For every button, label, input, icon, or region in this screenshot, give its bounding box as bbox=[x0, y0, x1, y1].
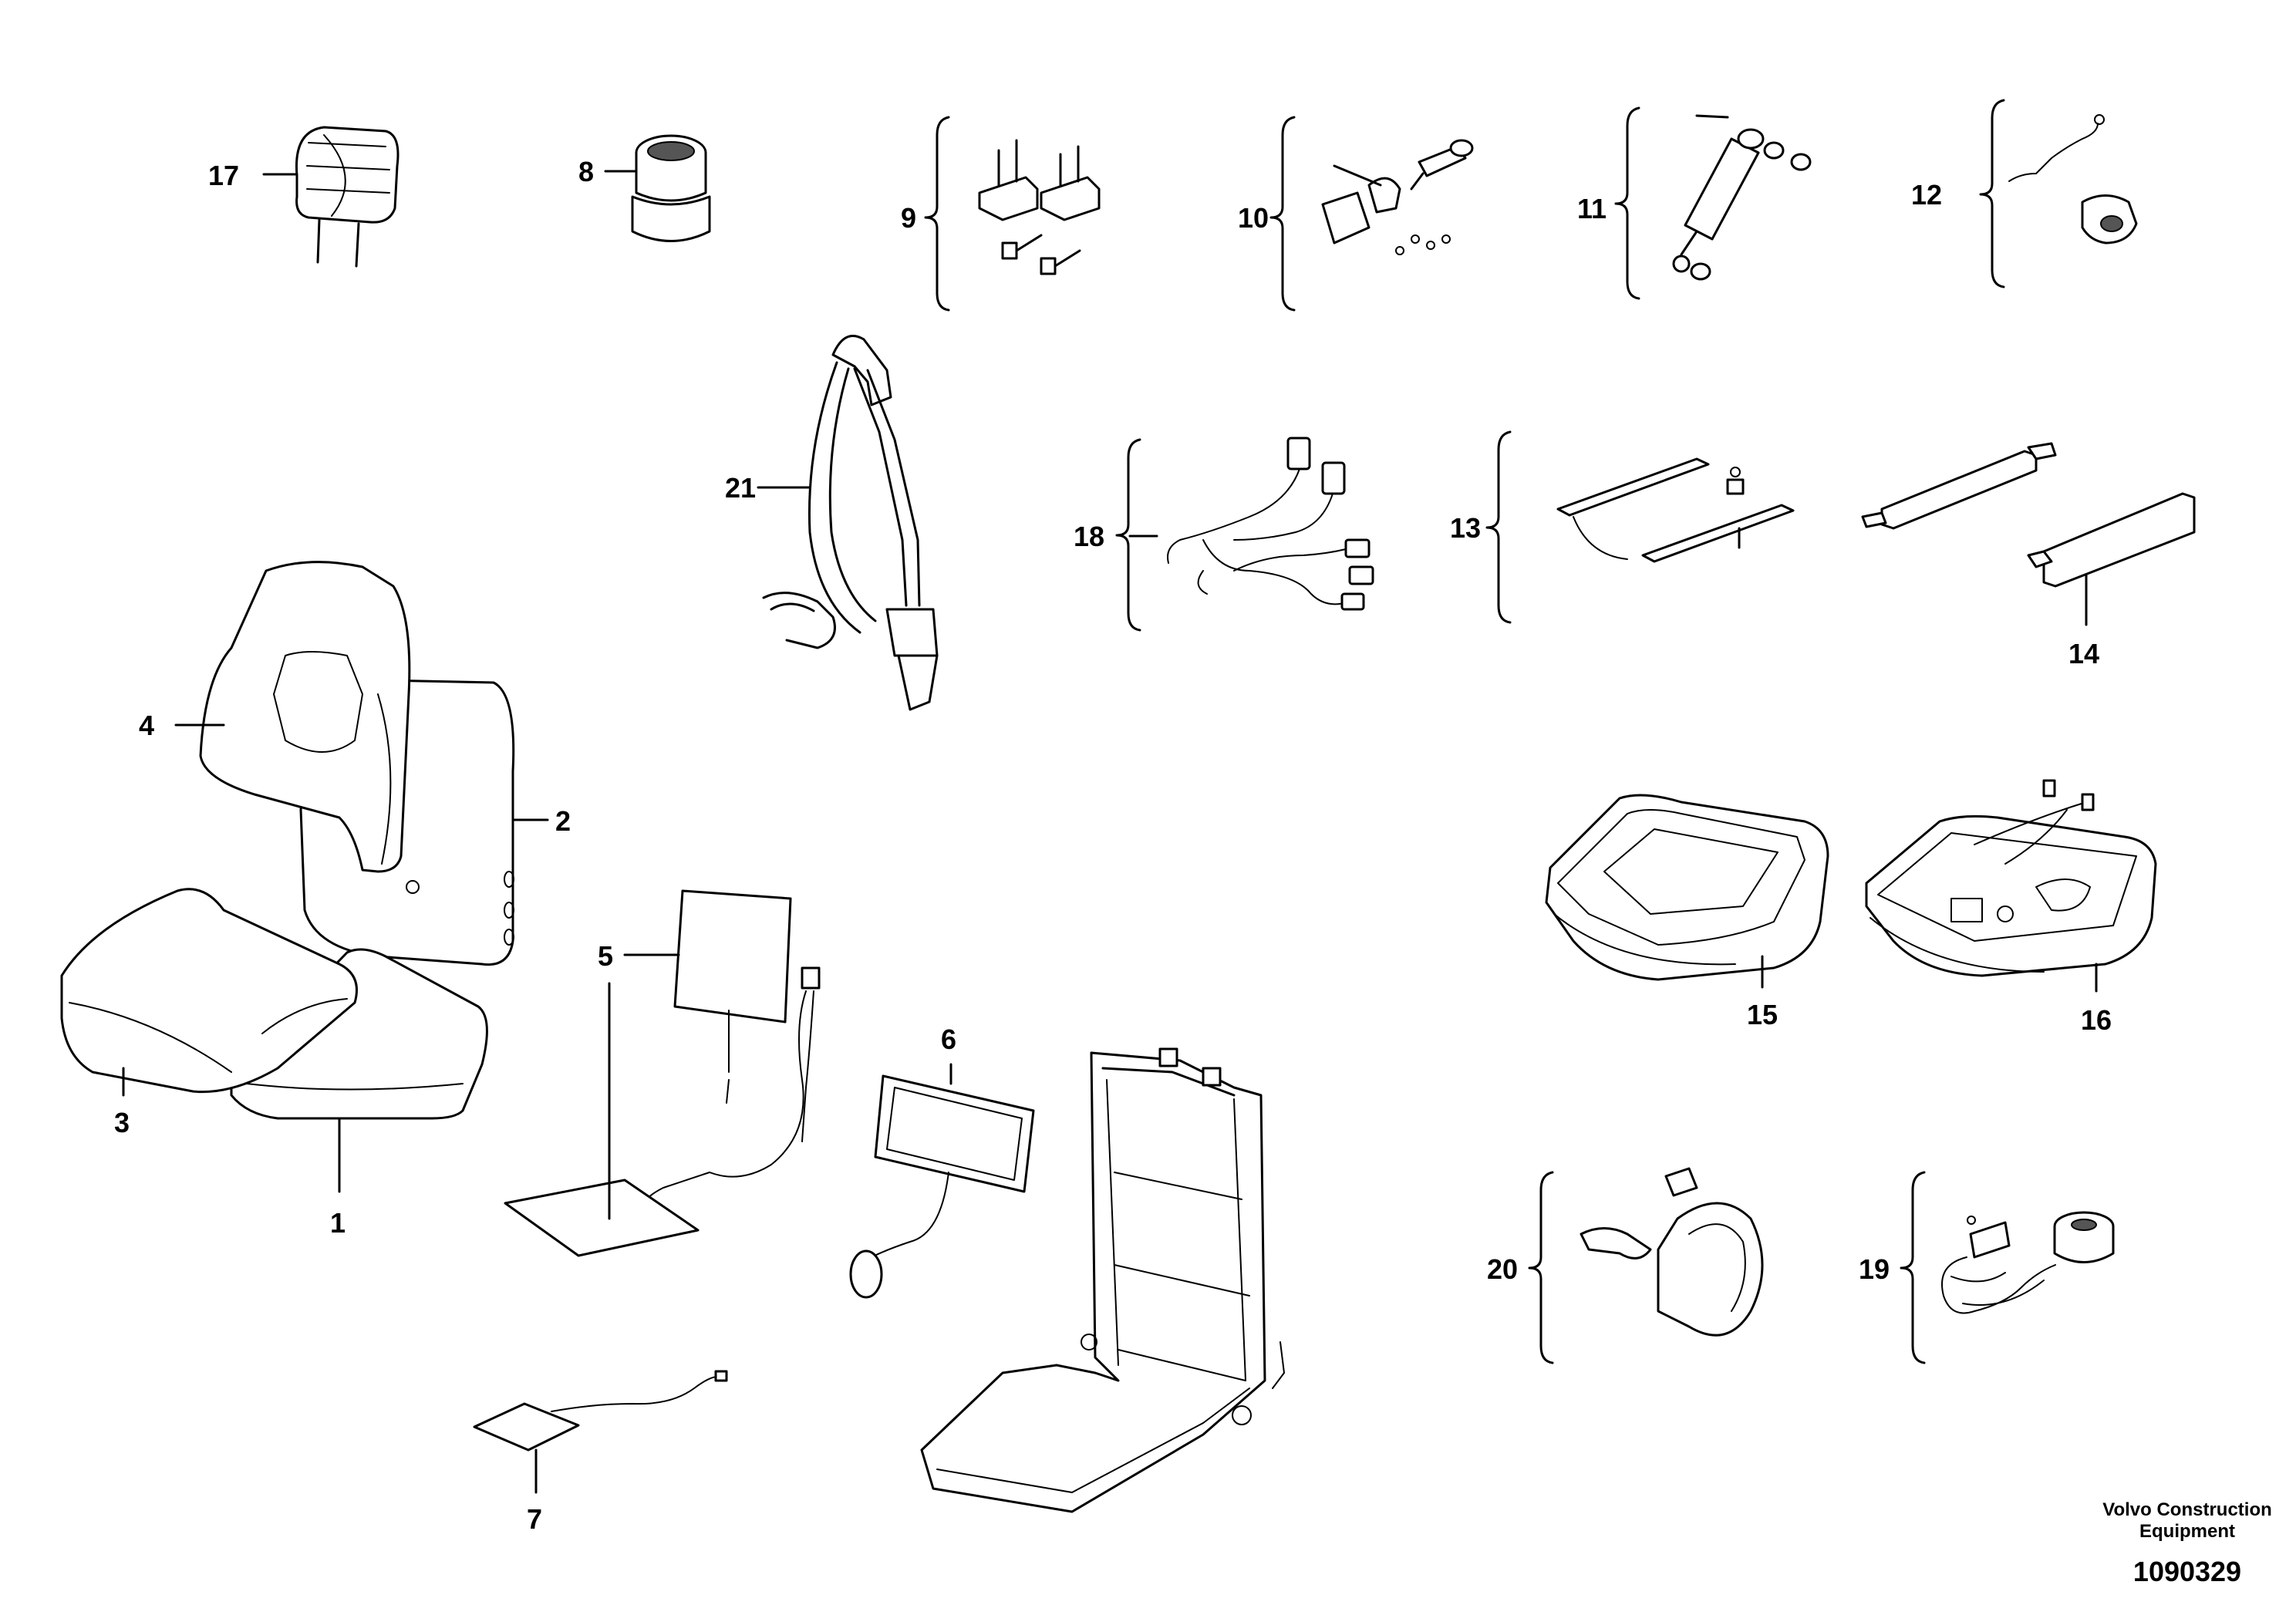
callout-17: 17 bbox=[208, 160, 239, 191]
callout-6: 6 bbox=[941, 1023, 956, 1055]
callout-8: 8 bbox=[578, 156, 594, 187]
drawing-number: 1090329 bbox=[2133, 1556, 2241, 1587]
part-6-lumbar-pump: 6 bbox=[849, 1023, 1035, 1299]
part-10-lock-kit: 10 bbox=[1238, 116, 1474, 312]
part-4-backrest-cushion: 4 bbox=[139, 561, 411, 873]
title-block: Volvo Construction Equipment 1090329 bbox=[2102, 1499, 2272, 1587]
callout-12: 12 bbox=[1911, 179, 1942, 211]
part-13-slide-rails: 13 bbox=[1450, 430, 1795, 624]
callout-14: 14 bbox=[2068, 638, 2099, 669]
callout-10: 10 bbox=[1238, 202, 1269, 234]
seat-frame bbox=[920, 1047, 1285, 1513]
part-12-cable-knob: 12 bbox=[1911, 99, 2138, 288]
callout-5: 5 bbox=[598, 940, 613, 972]
part-14-brackets: 14 bbox=[1861, 442, 2196, 669]
callout-11: 11 bbox=[1577, 193, 1607, 224]
callout-7: 7 bbox=[527, 1503, 542, 1535]
part-15-suspension-bellows: 15 bbox=[1545, 794, 1829, 1030]
callout-3: 3 bbox=[114, 1107, 130, 1138]
callout-13: 13 bbox=[1450, 512, 1481, 544]
callout-21: 21 bbox=[725, 472, 756, 504]
part-19-compressor: 19 bbox=[1859, 1171, 2115, 1364]
callout-1: 1 bbox=[330, 1207, 346, 1239]
part-21-seat-belt: 21 bbox=[725, 335, 939, 711]
part-20-covers: 20 bbox=[1487, 1167, 1764, 1364]
callout-2: 2 bbox=[555, 805, 571, 837]
callout-15: 15 bbox=[1747, 999, 1778, 1030]
part-16-suspension-unit: 16 bbox=[1865, 779, 2157, 1036]
callout-19: 19 bbox=[1859, 1253, 1890, 1285]
callout-18: 18 bbox=[1074, 521, 1104, 552]
part-18-wiring-harness: 18 bbox=[1074, 437, 1374, 632]
part-1-seat-pan: 1 bbox=[230, 948, 488, 1239]
part-5-heater-pads: 5 bbox=[504, 889, 821, 1257]
part-8-cup: 8 bbox=[578, 134, 711, 242]
callout-4: 4 bbox=[139, 710, 154, 741]
company-name-line2: Equipment bbox=[2139, 1521, 2235, 1542]
callout-20: 20 bbox=[1487, 1253, 1518, 1285]
part-7-heater-pad: 7 bbox=[473, 1370, 728, 1535]
callout-9: 9 bbox=[901, 202, 916, 234]
part-9-brackets: 9 bbox=[901, 116, 1101, 312]
company-name-line1: Volvo Construction bbox=[2102, 1499, 2272, 1520]
part-11-damper: 11 bbox=[1577, 106, 1812, 300]
part-17-headrest: 17 bbox=[208, 126, 400, 268]
part-3-seat-cushion: 3 bbox=[60, 888, 358, 1138]
callout-16: 16 bbox=[2081, 1004, 2112, 1036]
